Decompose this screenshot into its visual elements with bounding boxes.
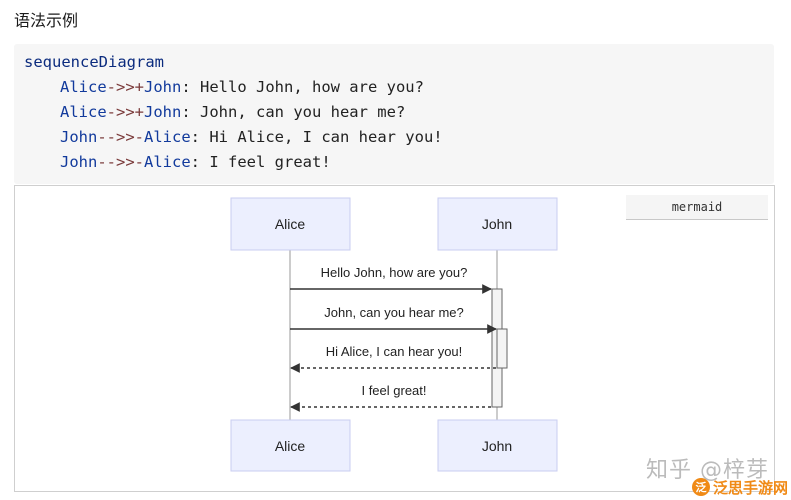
actor-label: John xyxy=(482,216,512,232)
code-to: Alice xyxy=(144,153,191,171)
message-label-4: I feel great! xyxy=(361,383,426,398)
code-to: Alice xyxy=(144,128,191,146)
actor-label: Alice xyxy=(275,438,306,454)
code-line-4: John-->>-Alice: Hi Alice, I can hear you… xyxy=(60,128,443,146)
actor-john-bottom: John xyxy=(437,419,558,472)
code-from: John xyxy=(60,153,98,171)
code-line-3: Alice->>+John: John, can you hear me? xyxy=(60,103,405,121)
diagram-panel xyxy=(14,185,775,492)
code-message: Hello John, how are you? xyxy=(200,78,424,96)
code-sep: : xyxy=(181,103,200,121)
code-message: John, can you hear me? xyxy=(200,103,406,121)
actor-alice-bottom: Alice xyxy=(230,419,351,472)
code-message: I feel great! xyxy=(209,153,331,171)
orange-circle-logo-icon: 泛 xyxy=(692,478,710,496)
code-line-1: sequenceDiagram xyxy=(24,53,164,71)
code-from: Alice xyxy=(60,78,107,96)
actor-john-top: John xyxy=(437,197,558,251)
message-label-3: Hi Alice, I can hear you! xyxy=(326,344,463,359)
actor-alice-top: Alice xyxy=(230,197,351,251)
code-arrow: -->>- xyxy=(97,128,144,146)
code-sep: : xyxy=(181,78,200,96)
code-arrow: -->>- xyxy=(97,153,144,171)
code-to: John xyxy=(144,103,182,121)
watermark-text: 知乎 @梓芽 xyxy=(646,458,769,483)
code-to: John xyxy=(144,78,182,96)
code-keyword: sequenceDiagram xyxy=(24,53,164,71)
logo-text: 泛思手游网 xyxy=(713,478,789,497)
code-from: John xyxy=(60,128,98,146)
message-label-2: John, can you hear me? xyxy=(324,305,463,320)
message-label-1: Hello John, how are you? xyxy=(321,265,468,280)
code-line-2: Alice->>+John: Hello John, how are you? xyxy=(60,78,424,96)
section-title: 语法示例 xyxy=(14,11,79,30)
code-message: Hi Alice, I can hear you! xyxy=(209,128,443,146)
code-sep: : xyxy=(190,128,210,146)
code-from: Alice xyxy=(60,103,107,121)
actor-label: Alice xyxy=(275,216,306,232)
site-logo: 泛 泛思手游网 xyxy=(692,476,789,498)
activation-bar-2 xyxy=(496,328,508,369)
mermaid-language-tag: mermaid xyxy=(626,195,768,220)
actor-label: John xyxy=(482,438,512,454)
code-sep: : xyxy=(190,153,210,171)
code-line-5: John-->>-Alice: I feel great! xyxy=(60,153,331,171)
code-arrow: ->>+ xyxy=(106,103,144,121)
code-block[interactable]: sequenceDiagram Alice->>+John: Hello Joh… xyxy=(14,44,774,184)
code-arrow: ->>+ xyxy=(106,78,144,96)
